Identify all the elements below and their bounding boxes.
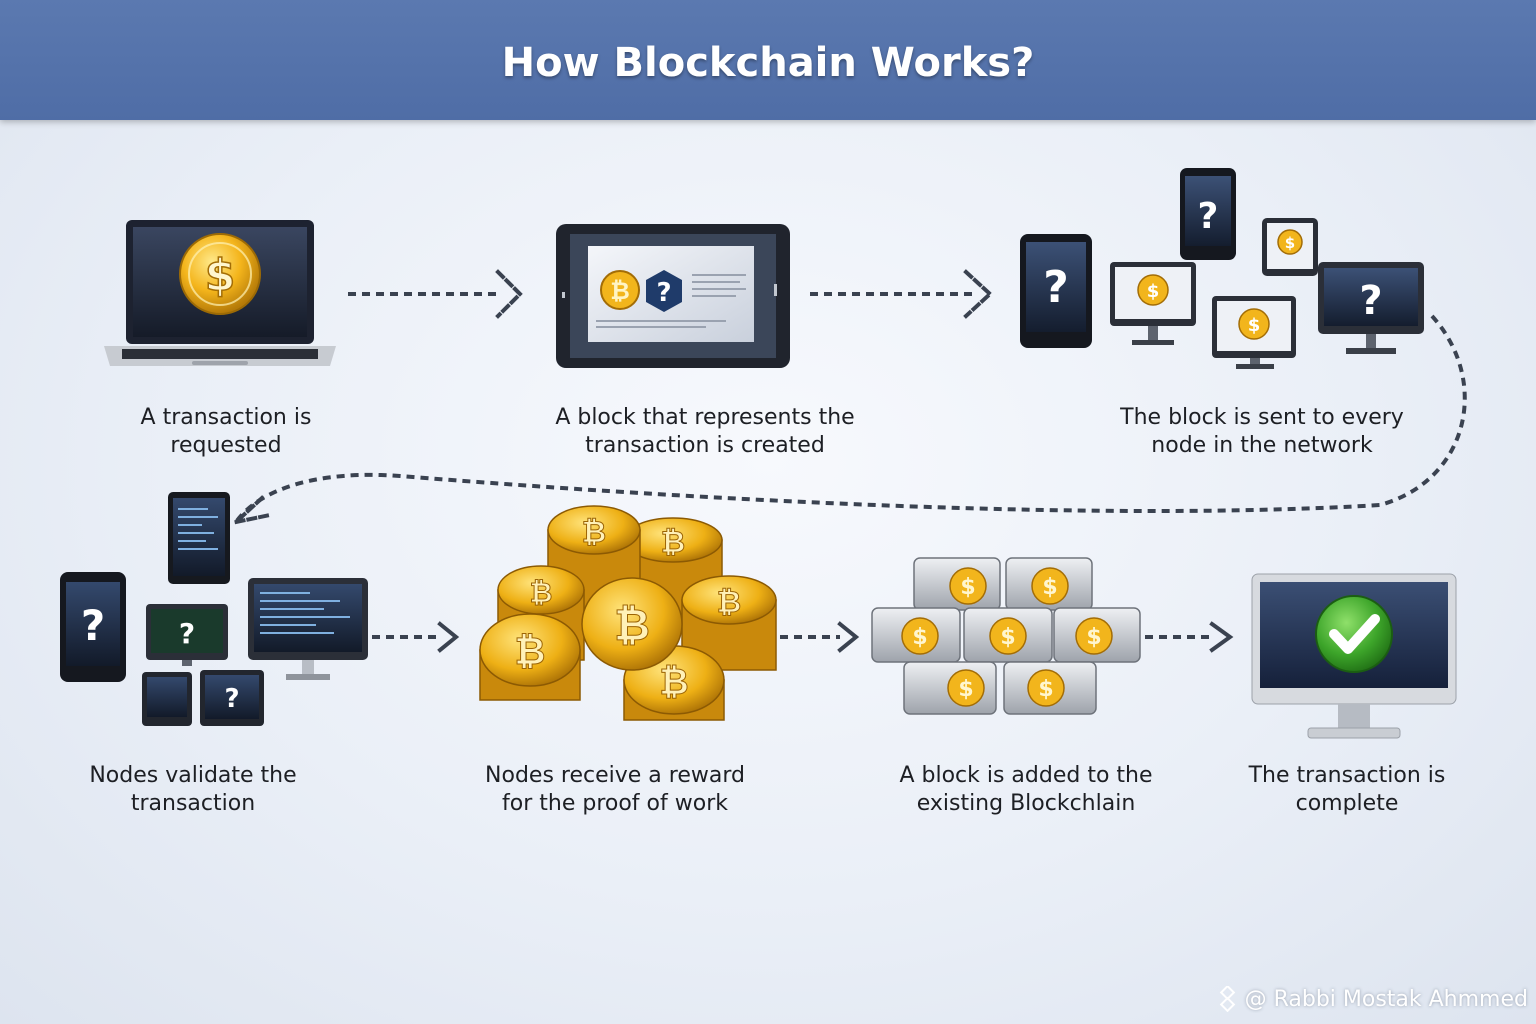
svg-text:?: ? [1043, 262, 1069, 313]
svg-text:?: ? [1359, 278, 1382, 324]
svg-text:?: ? [179, 617, 195, 650]
bitcoin-reward-icon: ₿ ₿ ₿ ₿ ₿ ₿ ₿ [479, 505, 777, 721]
author-watermark: @ Rabbi Mostak Ahmmed [1215, 986, 1528, 1012]
step-5-line-2: for the proof of work [502, 791, 728, 816]
svg-text:₿: ₿ [614, 600, 650, 651]
svg-text:$: $ [1086, 625, 1101, 650]
step-1-line-2: requested [170, 433, 282, 458]
chevron-3 [229, 495, 273, 526]
validating-nodes-icon: ? ? ? [60, 492, 368, 726]
svg-text:₿: ₿ [659, 662, 688, 703]
complete-monitor-icon [1251, 573, 1457, 739]
svg-text:$: $ [1042, 575, 1057, 600]
step-6-line-1: A block is added to the [899, 763, 1153, 788]
svg-text:?: ? [1198, 196, 1219, 237]
step-7-line-1: The transaction is [1248, 763, 1446, 788]
chevron-6 [1209, 621, 1234, 653]
arrow-3-4 [234, 314, 1467, 524]
step-6-label: A block is added to the existing Blockch… [874, 762, 1178, 818]
watermark-text: @ Rabbi Mostak Ahmmed [1244, 986, 1528, 1012]
step-7-line-2: complete [1295, 791, 1399, 816]
svg-text:$: $ [1147, 281, 1160, 302]
svg-text:₿: ₿ [530, 576, 553, 609]
step-4-line-1: Nodes validate the [89, 763, 297, 788]
chevron-4 [437, 621, 460, 653]
svg-text:?: ? [81, 601, 105, 650]
svg-text:$: $ [1038, 677, 1053, 702]
svg-text:$: $ [960, 575, 975, 600]
title-banner: How Blockchain Works? [0, 0, 1536, 120]
svg-text:₿: ₿ [661, 525, 685, 560]
step-4-line-2: transaction [130, 791, 256, 816]
step-3-label: The block is sent to every node in the n… [1092, 404, 1432, 460]
step-3-line-2: node in the network [1151, 433, 1373, 458]
page-title: How Blockchain Works? [501, 40, 1035, 86]
svg-text:₿: ₿ [515, 629, 546, 673]
step-2-line-2: transaction is created [585, 433, 825, 458]
laptop-transaction-icon: $ [104, 220, 336, 366]
svg-text:₿: ₿ [717, 585, 741, 620]
svg-text:₿: ₿ [610, 277, 630, 305]
step-1-label: A transaction is requested [96, 404, 356, 460]
step-2-line-1: A block that represents the [555, 405, 855, 430]
step-5-label: Nodes receive a reward for the proof of … [460, 762, 770, 818]
svg-text:$: $ [1248, 315, 1261, 336]
network-nodes-icon: ? ? $ $ $ ? [1020, 168, 1424, 369]
chevron-1 [495, 269, 523, 319]
step-1-line-1: A transaction is [140, 405, 312, 430]
chevron-5 [837, 621, 860, 653]
svg-text:$: $ [205, 250, 236, 301]
diamond-logo-icon [1219, 986, 1235, 1012]
svg-text:$: $ [1000, 625, 1015, 650]
svg-text:?: ? [224, 684, 239, 714]
blockchain-blocks-icon: $ $ $ $ $ $ $ [871, 557, 1141, 715]
svg-text:$: $ [958, 677, 973, 702]
tablet-block-icon: ₿ ? [556, 224, 790, 368]
chevron-2 [963, 269, 993, 319]
step-4-label: Nodes validate the transaction [56, 762, 330, 818]
step-3-line-1: The block is sent to every [1120, 405, 1404, 430]
svg-text:$: $ [912, 625, 927, 650]
svg-text:₿: ₿ [582, 515, 606, 550]
svg-text:$: $ [1285, 234, 1295, 252]
step-6-line-2: existing Blockchlain [916, 791, 1136, 816]
step-2-label: A block that represents the transaction … [528, 404, 882, 460]
svg-text:?: ? [656, 278, 671, 308]
step-5-line-1: Nodes receive a reward [485, 763, 745, 788]
step-7-label: The transaction is complete [1222, 762, 1472, 818]
